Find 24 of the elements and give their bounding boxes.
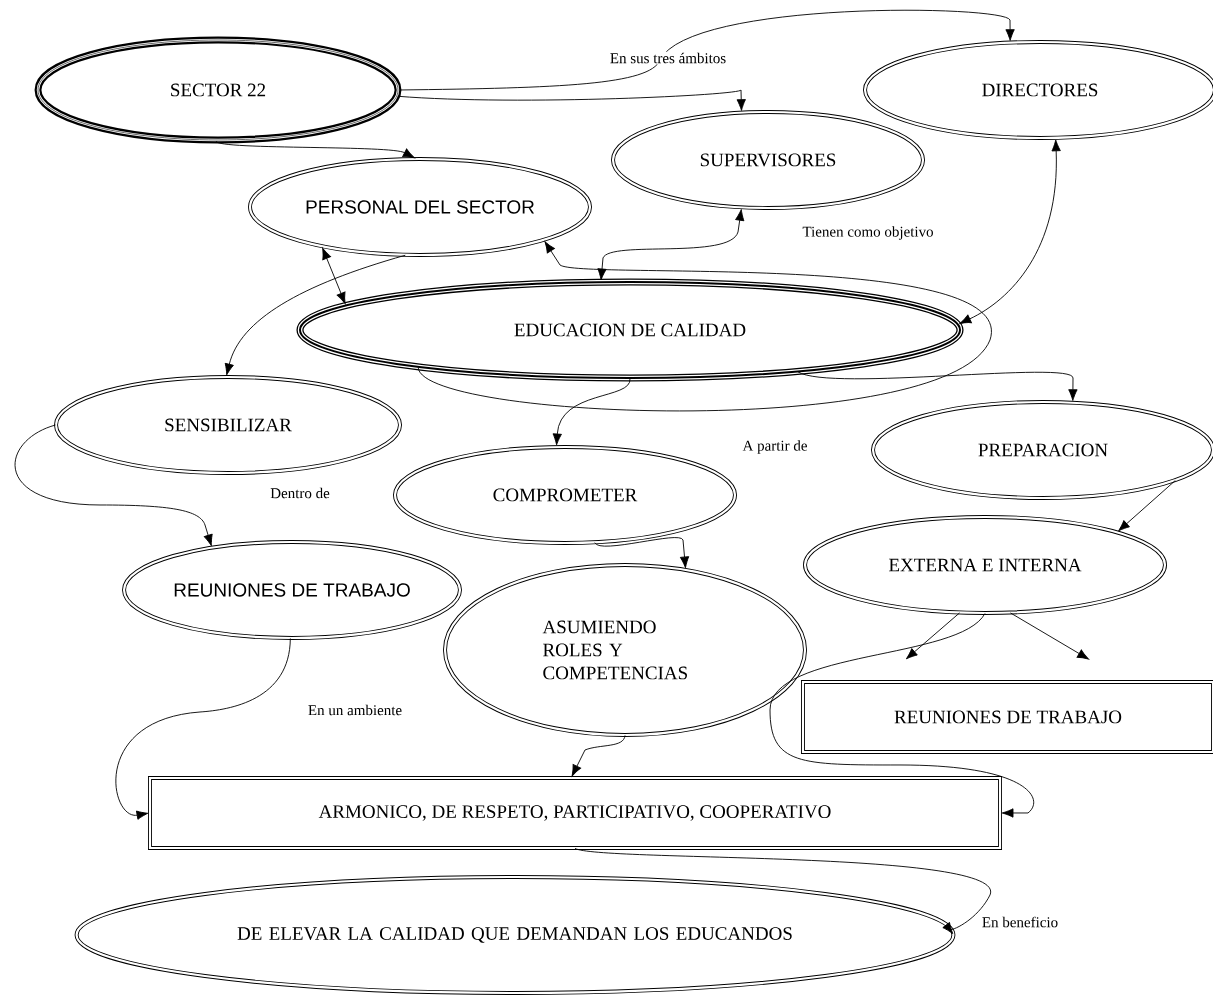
arrow [574,848,991,934]
arrow [797,371,1078,401]
arrow [552,378,631,446]
concept-box: ARMONICO, DE RESPETO, PARTICIPATIVO, COOPERATIVO [148,776,1002,850]
arrow [571,735,626,777]
arrow [115,637,291,820]
arrow [322,247,346,304]
note-text: A partir de [742,440,807,454]
arrow [1010,612,1089,660]
arrow [224,254,406,376]
arrow [769,613,1034,818]
edge-label: Tienen como objetivo [801,225,935,241]
concept-box: REUNIONES DE TRABAJO [801,680,1213,754]
arrow [959,139,1061,324]
arrow [398,9,1015,91]
arrow [597,209,745,281]
note-text: Dentro de [270,487,330,499]
arrow [14,424,213,547]
arrow [397,89,746,111]
arrow [1118,480,1176,532]
arrow [594,537,690,569]
arrow [417,241,991,412]
arrow [905,612,960,660]
arrow [215,140,415,159]
